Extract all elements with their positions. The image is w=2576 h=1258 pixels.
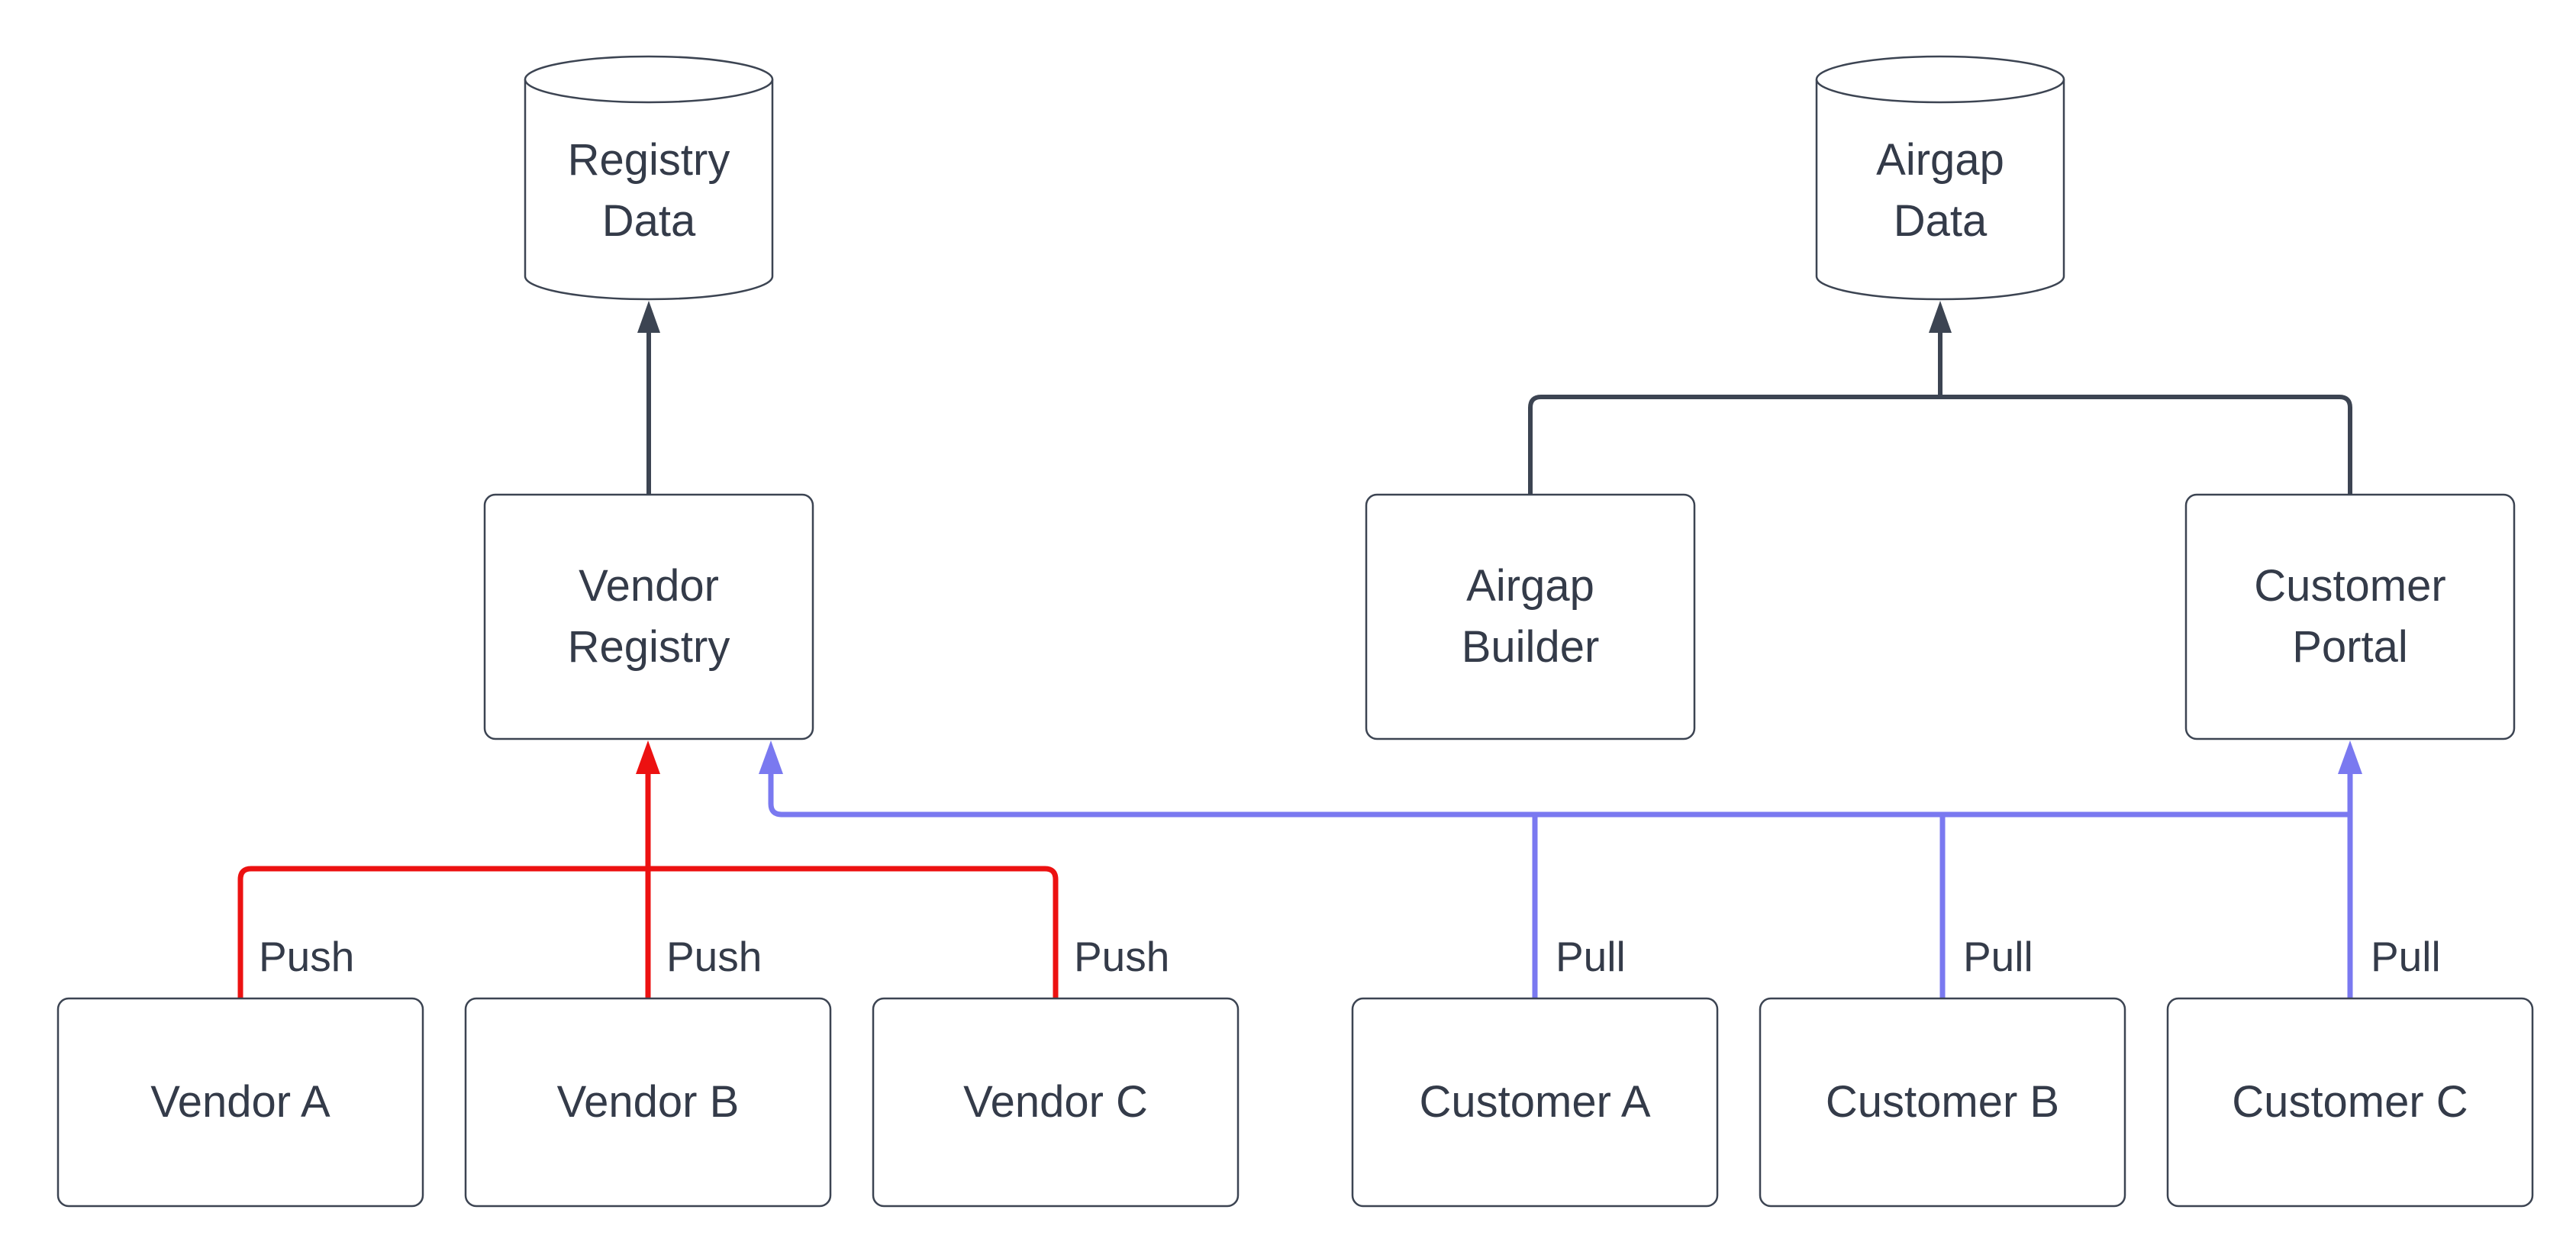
vendor-registry-box — [483, 493, 814, 740]
registry-data-cylinder-body — [524, 79, 774, 301]
customer-portal-box — [2184, 493, 2516, 740]
arrowhead-registry-data — [637, 301, 660, 333]
edge-builder-portal-fork — [1528, 395, 2352, 495]
airgap-builder-box — [1365, 493, 1696, 740]
customer-c-box — [2166, 997, 2534, 1208]
push-edges — [237, 740, 1059, 998]
arrowhead-customer-portal-pull — [2338, 740, 2362, 774]
service-shapes — [483, 493, 2516, 740]
arrowhead-airgap-data — [1929, 301, 1952, 333]
arrowhead-vendor-registry-pull — [759, 740, 783, 774]
vendor-b-box — [464, 997, 832, 1208]
vendor-a-box — [56, 997, 424, 1208]
vendor-c-box — [872, 997, 1240, 1208]
edge-pull-rail-to-vendor-registry — [768, 769, 2350, 818]
pull-edges — [759, 740, 2362, 998]
dark-edges — [637, 301, 2352, 495]
customer-b-box — [1759, 997, 2126, 1208]
actor-shapes — [56, 997, 2534, 1208]
datastore-shapes — [524, 55, 2065, 301]
arrowhead-vendor-registry-push — [636, 740, 660, 774]
customer-a-box — [1351, 997, 1719, 1208]
registry-data-cylinder-top — [524, 55, 774, 104]
airgap-data-cylinder-body — [1815, 79, 2065, 301]
airgap-data-cylinder-top — [1815, 55, 2065, 104]
